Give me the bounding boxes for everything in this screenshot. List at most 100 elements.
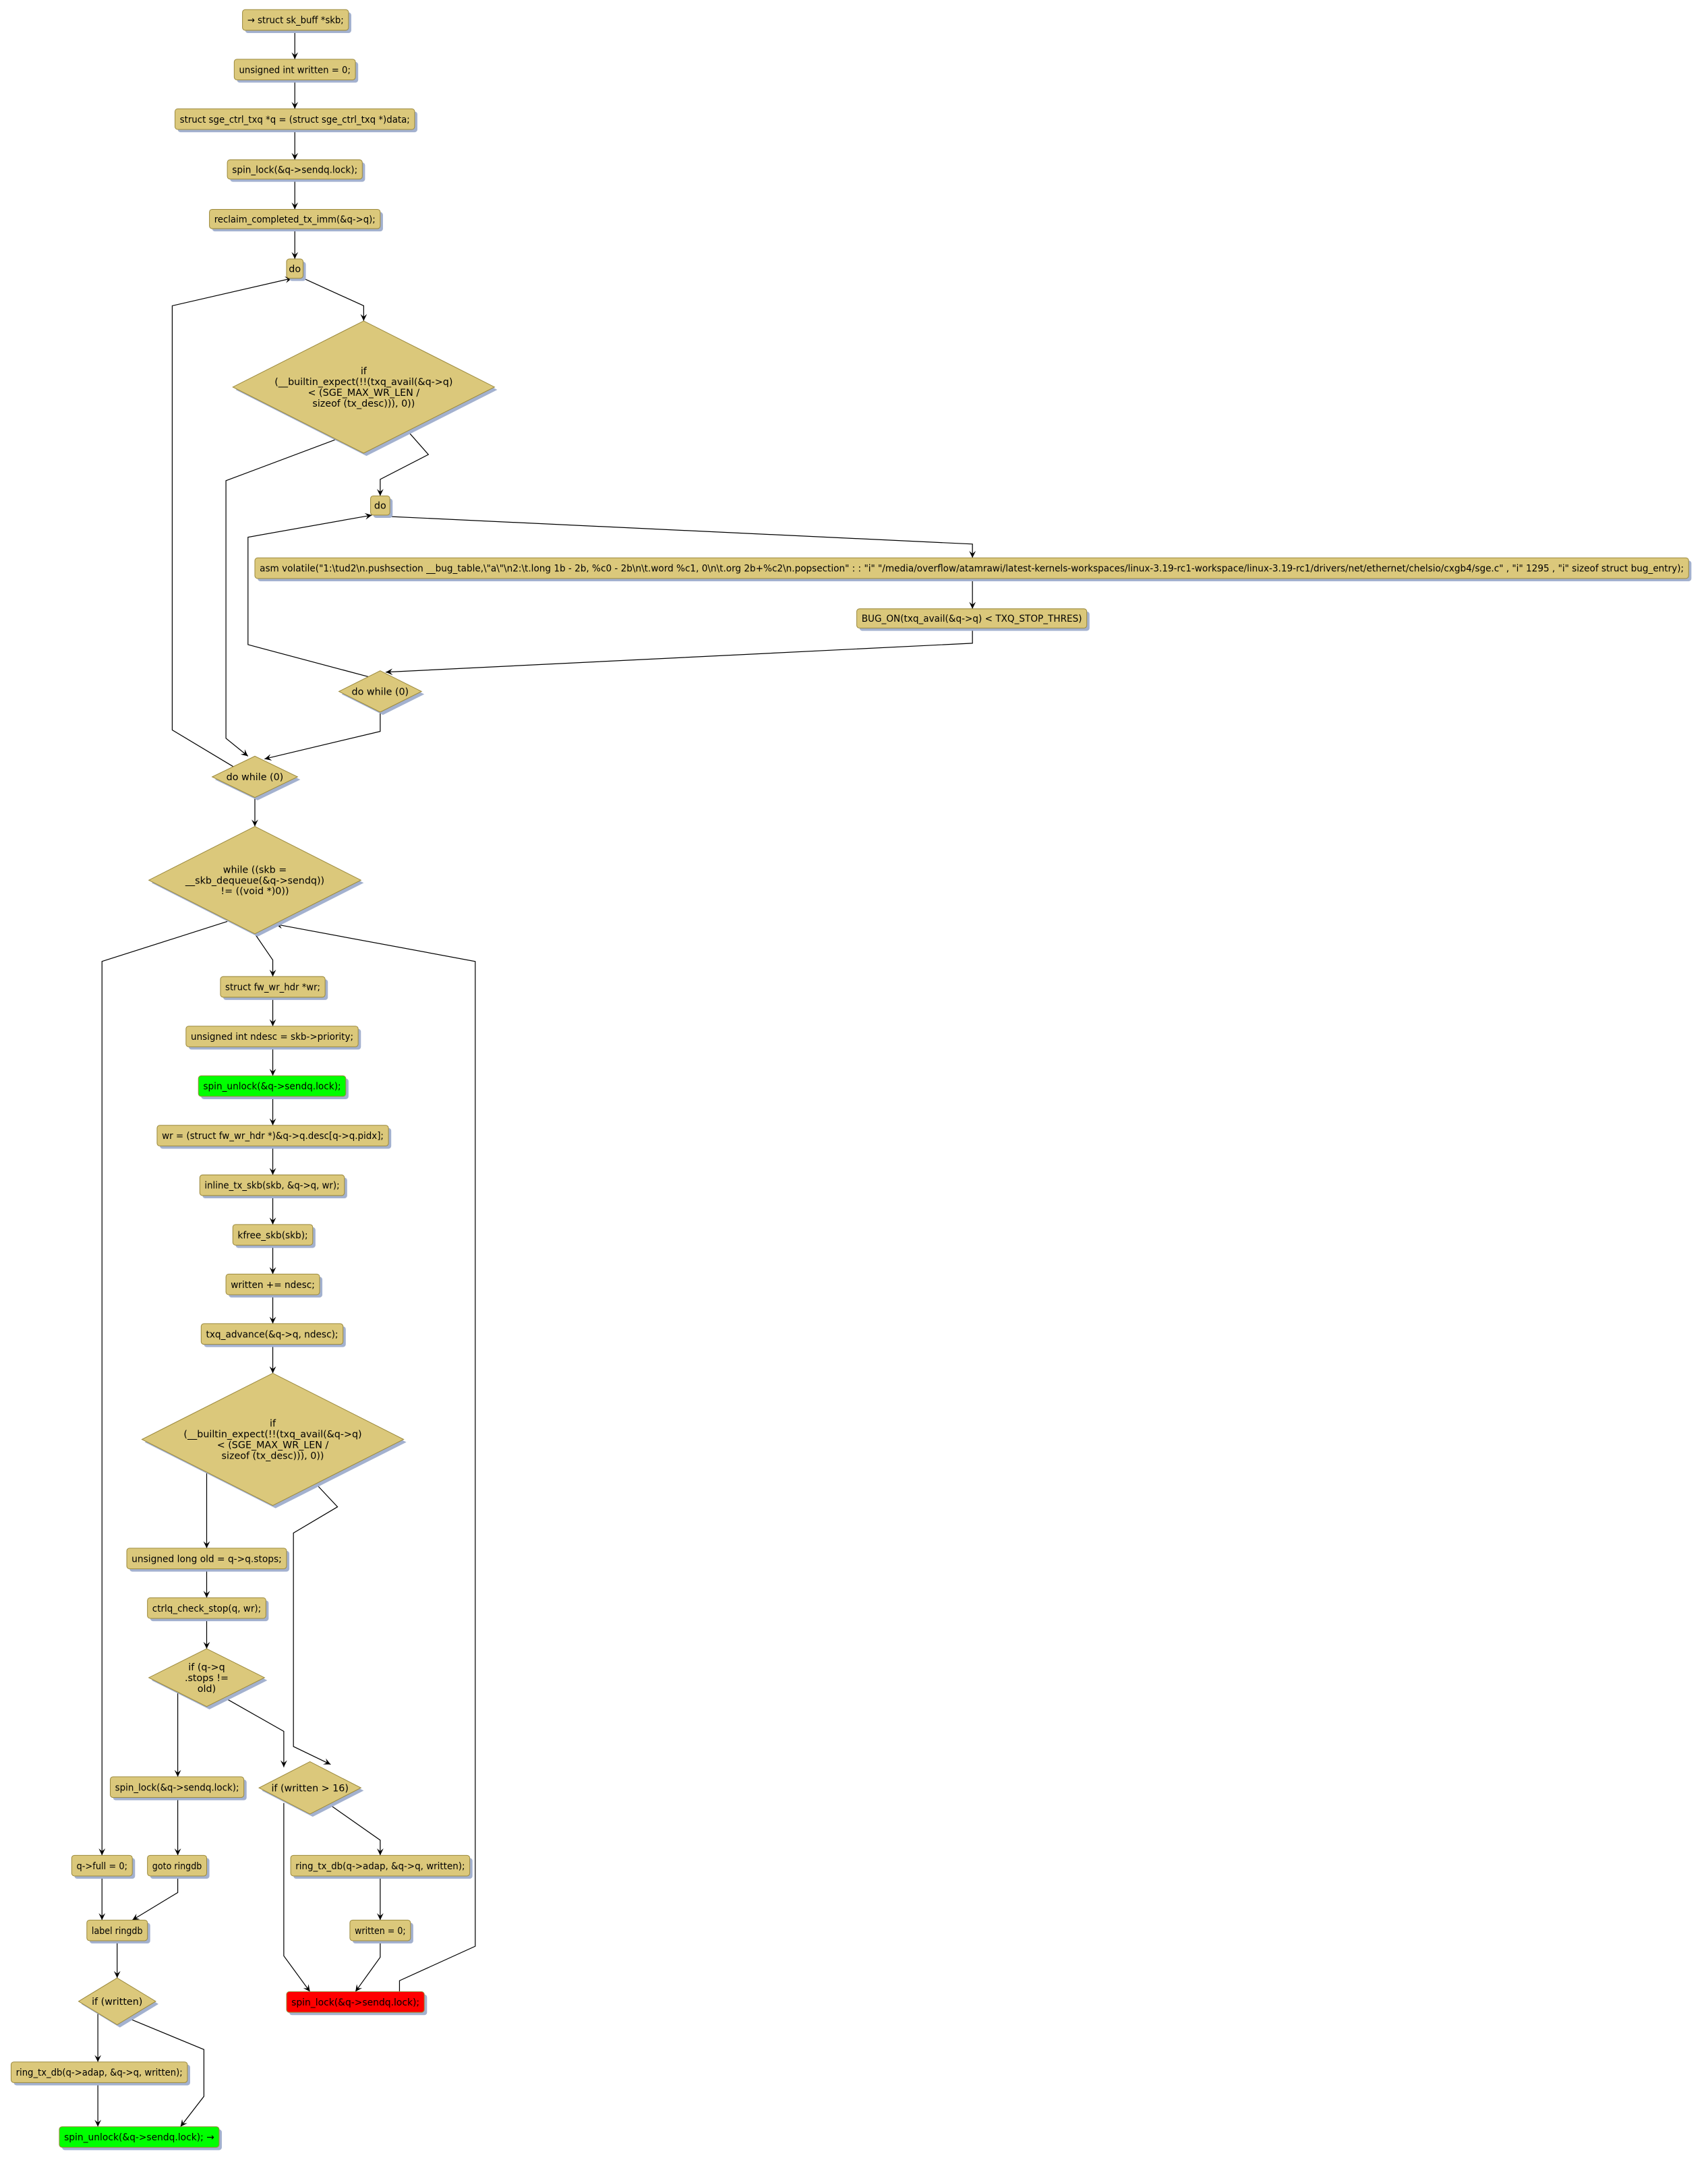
arrowhead-icon [269, 1267, 276, 1275]
statement-node[interactable]: unsigned int written = 0; [233, 59, 359, 83]
statement-node[interactable]: spin_lock(&q->sendq.lock); [110, 1776, 247, 1800]
arrowhead-icon [98, 1848, 106, 1856]
node-label: sizeof (tx_desc))), 0)) [222, 1451, 324, 1461]
arrowhead-icon [322, 1758, 331, 1765]
statement-node[interactable]: unsigned long old = q->q.stops; [126, 1548, 290, 1572]
node-label: ring_tx_db(q->adap, &q->q, written); [295, 1861, 465, 1872]
node-label: < (SGE_MAX_WR_LEN / [308, 388, 420, 399]
statement-node[interactable]: inline_tx_skb(skb, &q->q, wr); [199, 1174, 347, 1199]
arrowhead-icon [291, 252, 299, 260]
arrowhead-icon [969, 551, 976, 558]
arrowhead-icon [264, 754, 272, 761]
node-label: spin_lock(&q->sendq.lock); [115, 1782, 239, 1793]
node-shape [258, 1761, 362, 1815]
arrowhead-icon [203, 1641, 210, 1649]
statement-node[interactable]: do [370, 495, 393, 519]
arrowhead-icon [174, 1848, 181, 1856]
nodes: → struct sk_buff *skb; unsigned int writt… [10, 9, 1692, 2150]
arrowhead-icon [269, 1366, 276, 1374]
flow-edge [171, 278, 293, 768]
node-shape [233, 59, 356, 80]
arrowhead-icon [360, 314, 367, 321]
statement-node[interactable]: → struct sk_buff *skb; [242, 9, 351, 34]
node-label: unsigned long old = q->q.stops; [131, 1554, 282, 1564]
node-label: if [270, 1419, 276, 1430]
statement-node[interactable]: ring_tx_db(q->adap, &q->q, written); [290, 1854, 473, 1879]
condition-node[interactable]: if (q->q.stops !=old) [148, 1648, 268, 1709]
statement-node[interactable]: ring_tx_db(q->adap, &q->q, written); [10, 2061, 190, 2086]
condition-node[interactable]: if(__builtin_expect(!!(txq_avail(&q->q)<… [232, 320, 498, 457]
statement-node[interactable]: written += ndesc; [225, 1273, 323, 1298]
statement-node[interactable]: spin_unlock(&q->sendq.lock); → [59, 2126, 222, 2150]
node-label: spin_lock(&q->sendq.lock); [291, 1997, 419, 2008]
arrowhead-icon [969, 602, 976, 609]
node-shape [10, 2061, 188, 2083]
node-shape [220, 976, 326, 998]
node-label: < (SGE_MAX_WR_LEN / [217, 1440, 329, 1451]
flow-edge [131, 1875, 179, 1921]
flow-edge [225, 439, 336, 757]
arrowhead-icon [269, 1069, 276, 1076]
statement-node[interactable]: ctrlq_check_stop(q, wr); [147, 1597, 269, 1622]
arrowhead-icon [240, 749, 248, 757]
statement-node[interactable]: spin_lock(&q->sendq.lock); [286, 1991, 428, 2016]
arrowhead-icon [203, 1591, 210, 1598]
arrowhead-icon [291, 52, 299, 59]
arrowhead-icon [252, 819, 258, 827]
node-shape [110, 1776, 245, 1798]
condition-node[interactable]: do while (0) [211, 755, 301, 800]
condition-node[interactable]: do while (0) [338, 670, 425, 715]
statement-node[interactable]: asm volatile("1:\tud2\n.pushsection __bu… [254, 557, 1692, 581]
statement-node[interactable]: wr = (struct fw_wr_hdr *)&q->q.desc[q->q… [156, 1125, 392, 1149]
statement-node[interactable]: kfree_skb(skb); [232, 1224, 316, 1248]
condition-node[interactable]: if (written) [78, 1977, 159, 2028]
node-label: do while (0) [227, 772, 284, 783]
statement-node[interactable]: goto ringdb [147, 1854, 210, 1879]
statement-node[interactable]: label ringdb [86, 1919, 150, 1944]
flow-edge [247, 515, 372, 678]
node-shape [141, 1372, 405, 1506]
node-label: kfree_skb(skb); [237, 1230, 307, 1241]
statement-node[interactable]: unsigned int ndesc = skb->priority; [185, 1026, 361, 1050]
node-shape [286, 1991, 425, 2013]
node-label: do while (0) [352, 686, 409, 697]
statement-node[interactable]: reclaim_completed_tx_imm(&q->q); [209, 208, 383, 232]
node-shape [286, 258, 303, 279]
node-label: spin_lock(&q->sendq.lock); [232, 165, 357, 175]
statement-node[interactable]: spin_unlock(&q->sendq.lock); [198, 1075, 349, 1099]
statement-node[interactable]: txq_advance(&q->q, ndesc); [200, 1323, 346, 1347]
node-shape [198, 1075, 347, 1097]
node-shape [175, 108, 415, 130]
node-shape [199, 1174, 345, 1196]
arrowhead-icon [113, 1970, 121, 1979]
flow-edge [385, 628, 973, 673]
condition-node[interactable]: while ((skb =__skb_dequeue(&q->sendq))!=… [148, 825, 364, 937]
flow-edge [223, 1696, 285, 1767]
statement-node[interactable]: BUG_ON(txq_avail(&q->q) < TXQ_STOP_THRES… [856, 608, 1090, 631]
arrowhead-icon [376, 1913, 384, 1921]
node-label: sizeof (tx_desc))), 0)) [312, 399, 415, 409]
node-label: txq_advance(&q->q, ndesc); [206, 1329, 338, 1340]
node-shape [156, 1125, 389, 1146]
node-shape [254, 557, 1689, 579]
condition-node[interactable]: if (written > 16) [258, 1761, 364, 1817]
statement-node[interactable]: spin_lock(&q->sendq.lock); [227, 159, 365, 182]
node-shape [147, 1854, 208, 1877]
statement-node[interactable]: q->full = 0; [71, 1854, 136, 1879]
node-label: spin_unlock(&q->sendq.lock); → [64, 2132, 214, 2143]
arrowhead-icon [269, 1217, 276, 1225]
arrowhead-icon [386, 668, 393, 676]
statement-node[interactable]: struct fw_wr_hdr *wr; [220, 976, 328, 1000]
statement-node[interactable]: do [286, 258, 306, 281]
statement-node[interactable]: written = 0; [349, 1919, 413, 1944]
statement-node[interactable]: struct sge_ctrl_txq *q = (struct sge_ctr… [175, 108, 418, 133]
node-label: unsigned int written = 0; [239, 65, 350, 76]
condition-node[interactable]: if(__builtin_expect(!!(txq_avail(&q->q)<… [141, 1372, 407, 1508]
node-shape [290, 1854, 471, 1877]
flow-edge [283, 1803, 311, 1992]
node-shape [147, 1597, 266, 1619]
arrowhead-icon [203, 1541, 210, 1548]
arrowhead-icon [376, 1848, 384, 1856]
flow-edge [355, 1940, 381, 1992]
